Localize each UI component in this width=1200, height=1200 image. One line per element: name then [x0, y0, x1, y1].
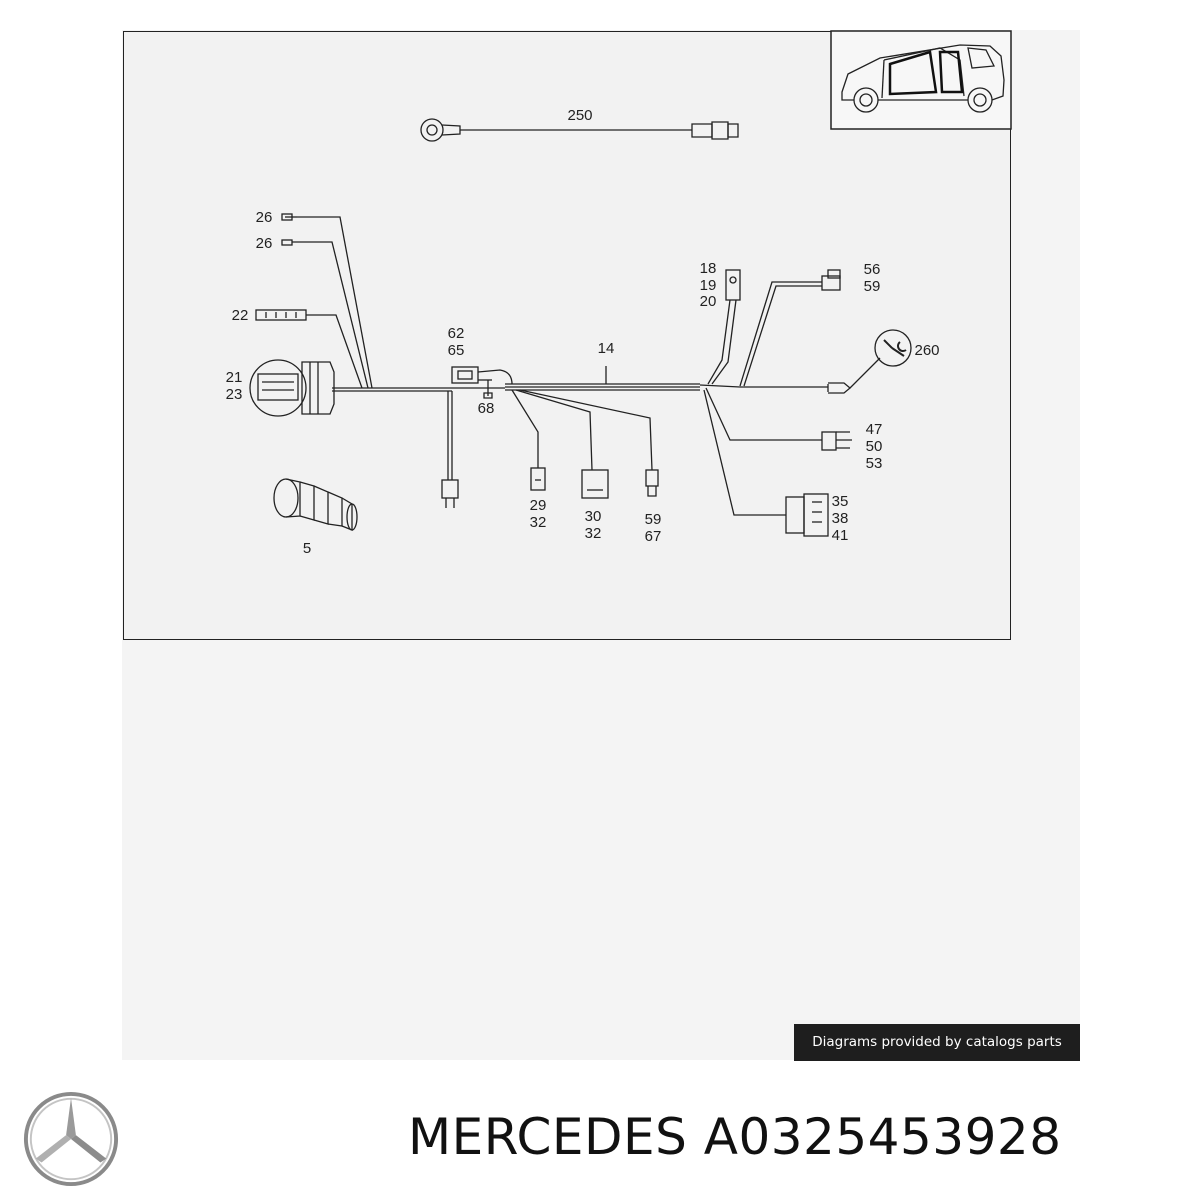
callout-18: 18	[700, 260, 717, 277]
branch-lower-left	[441, 391, 459, 508]
callout-67: 67	[645, 528, 662, 545]
callout-53: 53	[866, 455, 883, 472]
callout-20: 20	[700, 293, 717, 310]
callout-62: 62	[448, 325, 465, 342]
wiring-harness-diagram: 250 26 26 22 21 23 62 65 68 14 18 19 20 …	[226, 30, 1012, 557]
callout-41: 41	[832, 527, 849, 544]
diagram-credit-label: Diagrams provided by catalogs parts	[794, 1024, 1080, 1061]
branch-47-50-53	[705, 387, 852, 451]
callout-5: 5	[303, 540, 311, 557]
callout-23: 23	[226, 386, 243, 403]
callout-68: 68	[478, 400, 495, 417]
callout-59a: 59	[864, 278, 881, 295]
product-title: MERCEDES A0325453928	[408, 1108, 1062, 1166]
callout-30: 30	[585, 508, 602, 525]
diagram-frame	[123, 31, 1011, 640]
branch-29-30-59	[511, 389, 659, 499]
connector-62-65	[451, 366, 513, 399]
branch-35-38-41	[703, 389, 829, 537]
callout-32b: 32	[585, 525, 602, 542]
branch-260	[827, 329, 912, 394]
callout-26b: 26	[256, 235, 273, 252]
part-number: A0325453928	[703, 1108, 1062, 1166]
mercedes-star-icon	[23, 1091, 119, 1187]
callout-65: 65	[448, 342, 465, 359]
callout-56: 56	[864, 261, 881, 278]
branch-26-22	[255, 213, 373, 389]
callout-19: 19	[700, 277, 717, 294]
callout-250: 250	[567, 107, 592, 124]
main-harness-14	[332, 366, 828, 392]
callout-14: 14	[598, 340, 615, 357]
callout-35: 35	[832, 493, 849, 510]
branch-18-19-20	[707, 269, 741, 385]
vehicle-inset-icon	[830, 30, 1012, 130]
branch-56-59	[739, 269, 841, 387]
callout-50: 50	[866, 438, 883, 455]
brand-name: MERCEDES	[408, 1108, 688, 1166]
callout-38: 38	[832, 510, 849, 527]
callout-260: 260	[914, 342, 939, 359]
callout-32a: 32	[530, 514, 547, 531]
rubber-boot-5	[273, 478, 358, 531]
cable-250	[420, 118, 739, 142]
callout-59b: 59	[645, 511, 662, 528]
callout-26a: 26	[256, 209, 273, 226]
callout-47: 47	[866, 421, 883, 438]
round-connector-21-23	[249, 359, 335, 417]
callout-29: 29	[530, 497, 547, 514]
wrench-icon	[883, 339, 907, 357]
callout-22: 22	[232, 307, 249, 324]
callout-21: 21	[226, 369, 243, 386]
